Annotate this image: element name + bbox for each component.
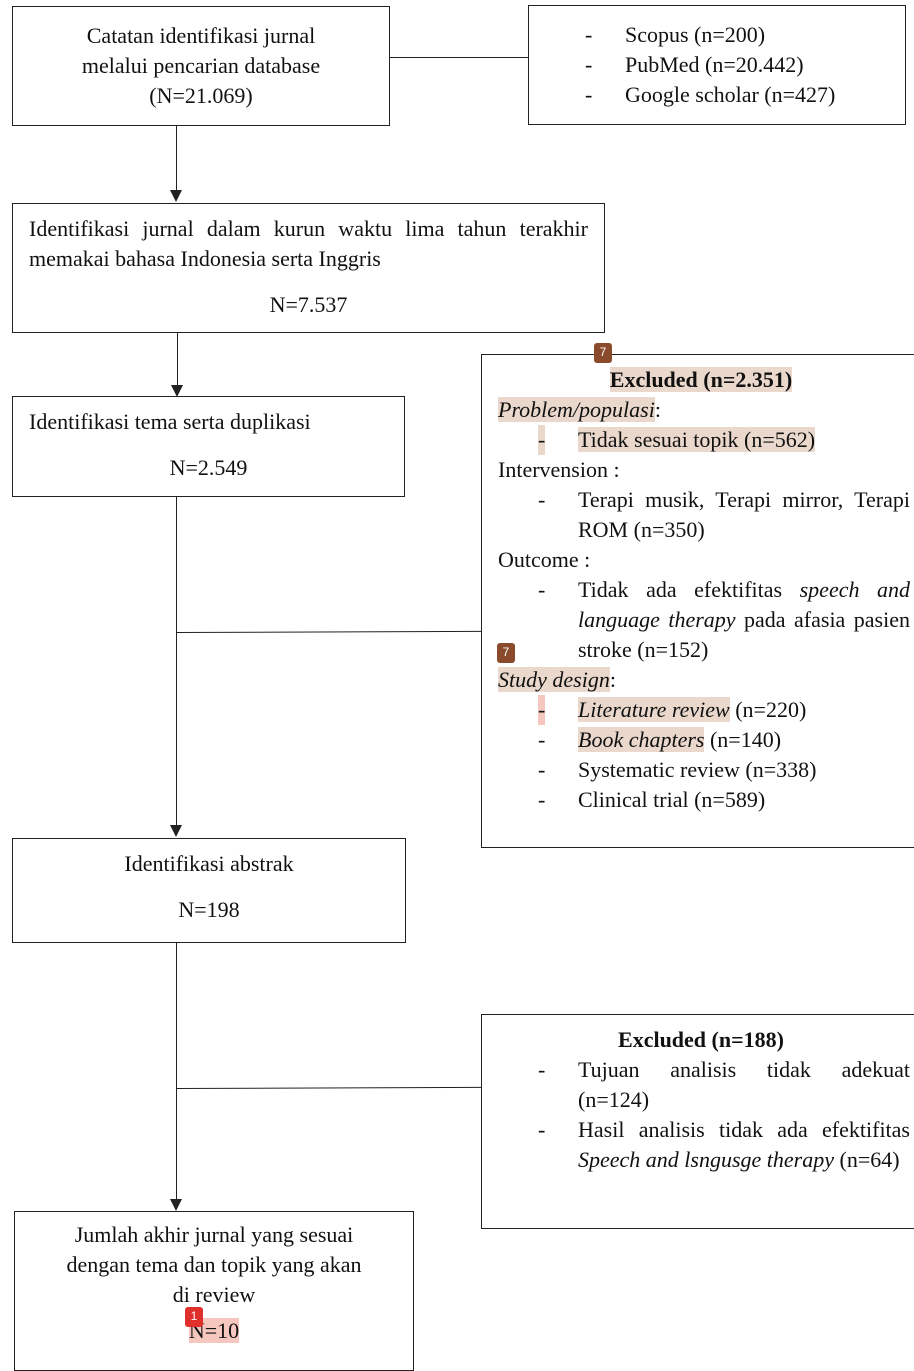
excluded-2-item-2: - Hasil analisis tidak ada efektifitas Sp…: [498, 1115, 914, 1175]
problem-item-text: Tidak sesuai topik (n=562): [578, 427, 816, 452]
design-item-rest: Systematic review (n=338): [578, 757, 817, 782]
study-design-list: - Literature review (n=220) - Book chapter…: [498, 695, 914, 815]
dash-mark: -: [538, 1057, 546, 1082]
intervention-item-text: Terapi musik, Terapi mirror, Terapi ROM …: [578, 487, 910, 542]
theme-duplicate-box: Identifikasi tema serta duplikasi N=2.54…: [12, 396, 405, 497]
excluded-2-item-2-pre: Hasil analisis tidak ada efektifitas: [578, 1117, 910, 1142]
theme-duplicate-count: N=2.549: [169, 455, 248, 480]
design-item-rest: (n=140): [704, 727, 782, 752]
database-sources-box: - Scopus (n=200) - PubMed (n=20.442) - Goog…: [528, 5, 906, 125]
dash-mark: -: [538, 425, 546, 455]
design-item-rest: (n=220): [729, 697, 807, 722]
colon: :: [654, 397, 661, 422]
records-identified-line1: Catatan identifikasi jurnal: [86, 23, 316, 48]
dash-mark: -: [538, 757, 546, 782]
outcome-text-em: speech and language therapy: [578, 577, 911, 632]
arrow-3-head: [170, 825, 182, 837]
problem-population-list: - Tidak sesuai topik (n=562): [498, 425, 914, 455]
excluded-2-item-2-em: Speech and lsngusge therapy: [578, 1147, 834, 1172]
excluded-2-list: - Tujuan analisis tidak adekuat (n=124) -…: [498, 1055, 914, 1175]
source-label: Scopus (n=200): [625, 22, 766, 47]
source-label: Google scholar (n=427): [625, 82, 836, 107]
design-item-rest: Clinical trial (n=589): [578, 787, 766, 812]
arrow-4-head: [170, 1199, 182, 1211]
dash-mark: -: [538, 695, 546, 725]
arrow-2-head: [171, 385, 183, 397]
time-language-filter-text: Identifikasi jurnal dalam kurun waktu li…: [29, 216, 588, 271]
branch-excluded-2: [175, 1086, 481, 1089]
design-item-literature-review: - Literature review (n=220): [498, 695, 914, 725]
dash-mark: -: [585, 52, 593, 77]
final-journals-line2: dengan tema dan topik yang akan: [66, 1252, 362, 1277]
study-design-label: Study design: [498, 667, 610, 692]
problem-population-label: Problem/populasi: [498, 397, 655, 422]
annotation-badge: 1: [185, 1307, 203, 1327]
excluded-2-item-2-post: (n=64): [834, 1147, 900, 1172]
design-item-em: Literature review: [578, 697, 730, 722]
abstract-count: N=198: [178, 897, 240, 922]
source-pubmed: - PubMed (n=20.442): [529, 50, 905, 80]
final-journals-count-row: N=10: [15, 1316, 413, 1346]
records-identified-count: (N=21.069): [149, 83, 253, 108]
outcome-item: - Tidak ada efektifitas speech and langua…: [498, 575, 914, 665]
excluded-1-title: Excluded (n=2.351): [498, 365, 914, 395]
arrow-2-shaft: [177, 333, 178, 385]
excluded-1-title-text: Excluded (n=2.351): [609, 367, 793, 392]
abstract-text: Identifikasi abstrak: [124, 851, 294, 876]
final-journals-line1: Jumlah akhir jurnal yang sesuai: [74, 1222, 354, 1247]
excluded-2-item-1: - Tujuan analisis tidak adekuat (n=124): [498, 1055, 914, 1115]
database-sources-list: - Scopus (n=200) - PubMed (n=20.442) - Goog…: [529, 20, 905, 110]
outcome-text-pre: Tidak ada efektifitas: [578, 577, 800, 602]
annotation-badge: 7: [497, 643, 515, 663]
abstract-box: Identifikasi abstrak N=198: [12, 838, 406, 943]
dash-mark: -: [538, 787, 546, 812]
source-scopus: - Scopus (n=200): [529, 20, 905, 50]
source-google-scholar: - Google scholar (n=427): [529, 80, 905, 110]
outcome-label: Outcome :: [498, 547, 591, 572]
time-language-filter-box: Identifikasi jurnal dalam kurun waktu li…: [12, 203, 605, 333]
time-language-filter-count: N=7.537: [269, 292, 348, 317]
study-design-header: Study design:: [498, 665, 914, 695]
design-item-clinical-trial: - Clinical trial (n=589): [498, 785, 914, 815]
arrow-4-shaft: [176, 943, 177, 1199]
final-journals-box: Jumlah akhir jurnal yang sesuai dengan t…: [14, 1211, 414, 1371]
design-item-em: Book chapters: [578, 727, 705, 752]
dash-mark: -: [538, 727, 546, 752]
dash-mark: -: [538, 1117, 546, 1142]
excluded-box-1: Excluded (n=2.351) Problem/populasi: - Ti…: [481, 354, 914, 848]
design-item-book-chapters: - Book chapters (n=140): [498, 725, 914, 755]
records-identified-line2: melalui pencarian database: [81, 53, 321, 78]
problem-population-header: Problem/populasi:: [498, 395, 914, 425]
arrow-1-head: [170, 190, 182, 202]
dash-mark: -: [538, 487, 546, 512]
theme-duplicate-text: Identifikasi tema serta duplikasi: [29, 409, 311, 434]
arrow-1-shaft: [176, 126, 177, 190]
connector-sources: [390, 57, 528, 58]
dash-mark: -: [585, 22, 593, 47]
excluded-2-item-1-text: Tujuan analisis tidak adekuat (n=124): [578, 1057, 910, 1112]
intervention-list: - Terapi musik, Terapi mirror, Terapi ROM…: [498, 485, 914, 545]
final-journals-line3: di review: [172, 1282, 256, 1307]
problem-item: - Tidak sesuai topik (n=562): [498, 425, 914, 455]
dash-mark: -: [585, 82, 593, 107]
source-label: PubMed (n=20.442): [625, 52, 804, 77]
annotation-badge: 7: [594, 343, 612, 363]
colon: :: [609, 667, 616, 692]
intervention-item: - Terapi musik, Terapi mirror, Terapi ROM…: [498, 485, 914, 545]
intervention-label: Intervension :: [498, 457, 620, 482]
arrow-3-shaft: [176, 497, 177, 825]
dash-mark: -: [538, 577, 546, 602]
records-identified-box: Catatan identifikasi jurnal melalui penc…: [12, 6, 390, 126]
branch-excluded-1: [175, 630, 481, 633]
excluded-2-title: Excluded (n=188): [618, 1027, 784, 1052]
design-item-systematic-review: - Systematic review (n=338): [498, 755, 914, 785]
excluded-box-2: Excluded (n=188) - Tujuan analisis tidak …: [481, 1014, 914, 1229]
outcome-list: - Tidak ada efektifitas speech and langua…: [498, 575, 914, 665]
outcome-text-post: pada afasia pasien stroke (n=152): [578, 607, 910, 662]
